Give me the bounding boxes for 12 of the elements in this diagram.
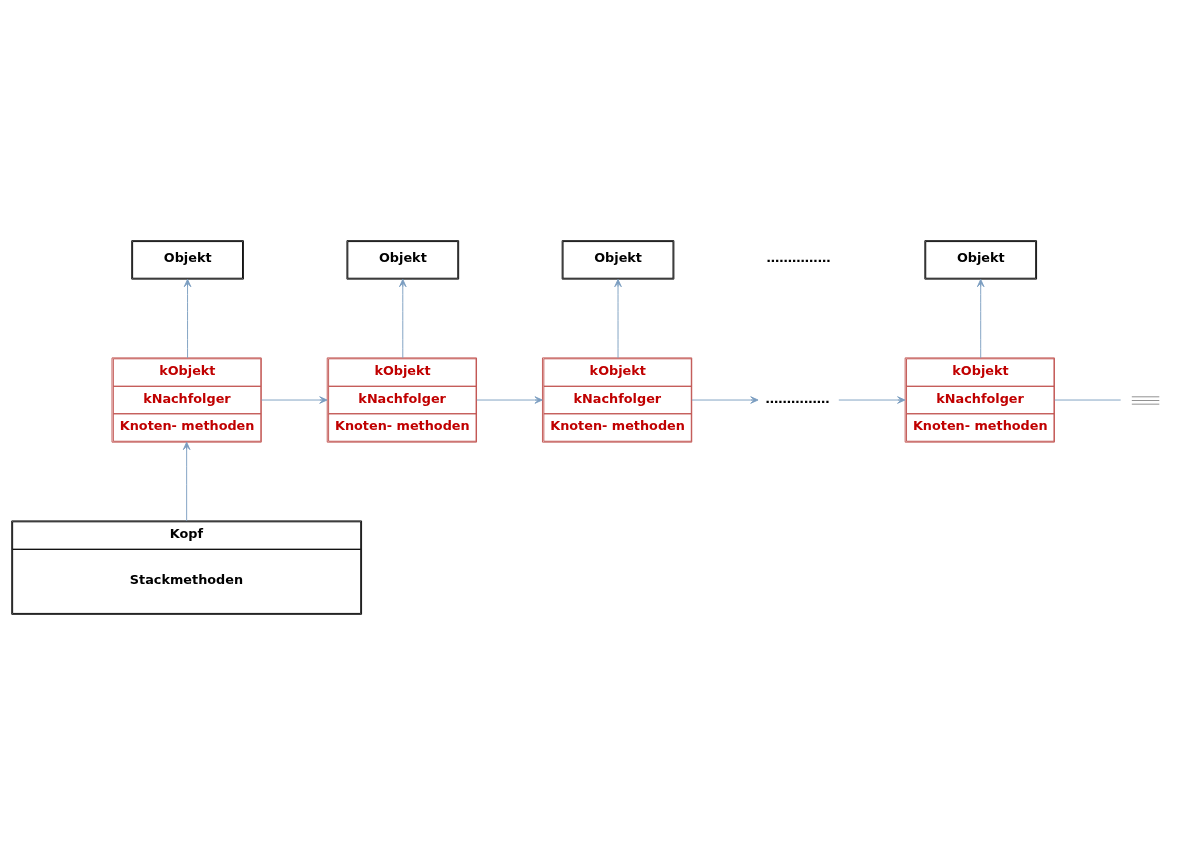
arrow xyxy=(614,278,622,358)
label: …………… xyxy=(766,249,831,265)
arrow xyxy=(183,278,192,358)
arrow xyxy=(261,395,328,404)
connector xyxy=(1054,399,1122,400)
arrow xyxy=(182,441,191,521)
arrow xyxy=(476,395,543,404)
arrow xyxy=(399,278,407,358)
arrow xyxy=(976,278,985,358)
node-text: …………… xyxy=(765,390,830,405)
arrow xyxy=(691,395,759,404)
arrow xyxy=(838,395,906,404)
